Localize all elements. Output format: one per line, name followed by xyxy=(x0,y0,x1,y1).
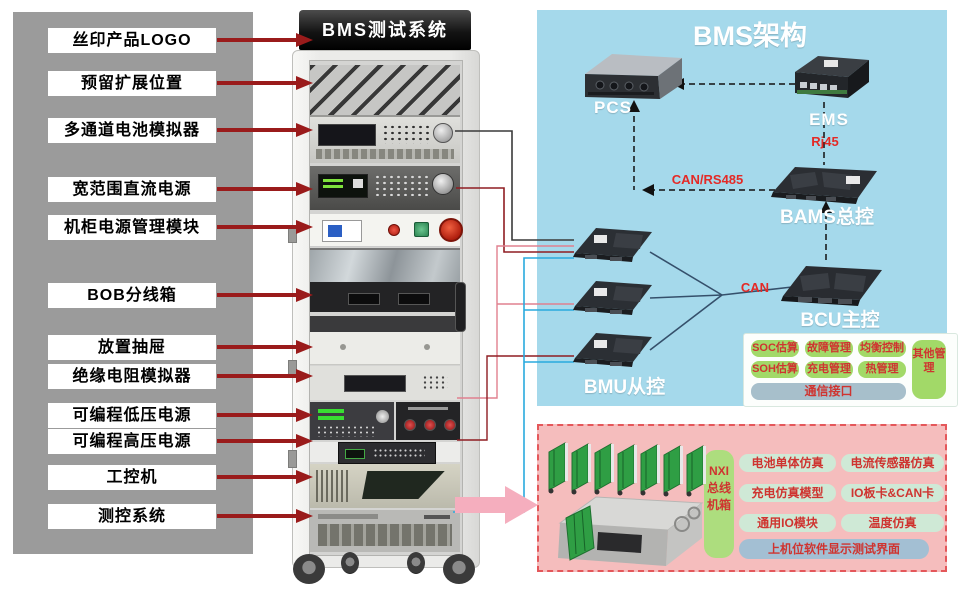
label-bob-breakout: BOB分线箱 xyxy=(48,283,216,308)
pill-io-can-cards: IO板卡&CAN卡 xyxy=(841,484,944,502)
ipc-vents xyxy=(316,470,350,502)
pcs-label: PCS xyxy=(594,98,632,117)
label-industrial-pc: 工控机 xyxy=(48,465,216,490)
fn-fault: 故障管理 xyxy=(805,340,853,357)
dc-keypad xyxy=(374,174,428,196)
high-voltage-module xyxy=(310,442,460,464)
glass-recess xyxy=(310,248,460,284)
bcu-functions-box: SOC估算 故障管理 均衡控制 SOH估算 充电管理 热管理 其他管理 通信接口 xyxy=(743,333,958,407)
dark-strip xyxy=(310,316,460,332)
nxi-chassis-pill: NXI总线机箱 xyxy=(704,450,734,558)
label-power-management: 机柜电源管理模块 xyxy=(48,215,216,240)
fn-charge: 充电管理 xyxy=(805,361,853,378)
label-high-voltage-supply: 可编程高压电源 xyxy=(48,429,216,454)
label-insulation-simulator: 绝缘电阻模拟器 xyxy=(48,364,216,389)
rj45-label: Rj45 xyxy=(811,134,839,149)
connector-slot xyxy=(348,293,380,305)
label-reserved-expansion: 预留扩展位置 xyxy=(48,71,216,96)
hinge xyxy=(288,225,297,243)
hinge xyxy=(288,450,297,468)
bmu-label: BMU从控 xyxy=(583,377,666,398)
fn-soc: SOC估算 xyxy=(751,340,799,357)
dc-knob xyxy=(432,173,454,195)
high-voltage-unit xyxy=(338,442,436,464)
dc-power-module xyxy=(310,166,460,210)
caster-wheel xyxy=(293,554,325,584)
green-button xyxy=(414,222,429,237)
battery-simulator-module xyxy=(310,117,460,163)
simulator-knob xyxy=(433,123,453,143)
simulator-display xyxy=(318,124,376,146)
insulation-simulator-module xyxy=(310,366,460,400)
vent-panel xyxy=(310,65,460,117)
circuit-breaker xyxy=(322,220,362,242)
module-tag xyxy=(318,514,378,519)
pill-temperature-sim: 温度仿真 xyxy=(841,514,944,532)
label-drawer: 放置抽屉 xyxy=(48,335,216,360)
arch-title: BMS架构 xyxy=(693,21,807,51)
label-silkscreen-logo: 丝印产品LOGO xyxy=(48,28,216,53)
ems-label: EMS xyxy=(809,110,849,129)
red-indicator xyxy=(388,224,400,236)
ipc-window xyxy=(362,471,445,499)
fn-other: 其他管理 xyxy=(912,340,946,399)
knob-panel xyxy=(396,402,460,440)
fn-thermal: 热管理 xyxy=(858,361,906,378)
module-tag xyxy=(424,515,450,519)
insulation-display xyxy=(344,375,406,392)
label-low-voltage-supply: 可编程低压电源 xyxy=(48,403,216,428)
test-rack: BMS测试系统 xyxy=(287,10,483,584)
can-rs485-label: CAN/RS485 xyxy=(671,172,744,187)
caster-wheel xyxy=(443,554,475,584)
connector-slot xyxy=(398,293,430,305)
drawer-module xyxy=(310,332,460,365)
pill-current-sensor-sim: 电流传感器仿真 xyxy=(841,454,944,472)
screw xyxy=(340,344,346,350)
label-battery-simulator: 多通道电池模拟器 xyxy=(48,118,216,143)
pill-generic-io: 通用IO模块 xyxy=(739,514,836,532)
pill-charging-model: 充电仿真模型 xyxy=(739,484,836,502)
host-software-bar: 上机位软件显示测试界面 xyxy=(739,539,929,559)
label-dc-power: 宽范围直流电源 xyxy=(48,177,216,202)
simulator-vents xyxy=(316,149,454,159)
fn-soh: SOH估算 xyxy=(751,361,799,378)
fn-comm-interface: 通信接口 xyxy=(751,383,906,400)
emergency-stop-button xyxy=(439,218,463,242)
caster-wheel xyxy=(341,552,359,574)
vent-grid xyxy=(318,524,452,546)
fn-balance: 均衡控制 xyxy=(858,340,906,357)
caster-wheel xyxy=(407,552,425,574)
dc-display xyxy=(318,174,368,198)
can-label: CAN xyxy=(740,280,770,295)
simulation-hardware-panel: NXI总线机箱 电池单体仿真 电流传感器仿真 充电仿真模型 IO板卡&CAN卡 … xyxy=(537,424,947,572)
insulation-buttons xyxy=(422,375,448,389)
door-handle xyxy=(455,282,466,332)
low-voltage-module xyxy=(310,402,460,440)
pill-battery-cell-sim: 电池单体仿真 xyxy=(739,454,836,472)
industrial-pc-module xyxy=(310,464,460,508)
rack-title: BMS测试系统 xyxy=(299,10,471,50)
bob-breakout-module xyxy=(310,282,460,312)
bams-label: BAMS总控 xyxy=(780,207,874,228)
label-measurement-system: 测控系统 xyxy=(48,504,216,529)
low-voltage-instrument xyxy=(310,402,394,440)
power-management-module xyxy=(310,214,463,247)
measurement-system-module xyxy=(310,510,460,552)
screw xyxy=(424,344,430,350)
simulator-buttons xyxy=(382,124,432,144)
hinge xyxy=(288,360,297,378)
bcu-label: BCU主控 xyxy=(800,310,880,331)
